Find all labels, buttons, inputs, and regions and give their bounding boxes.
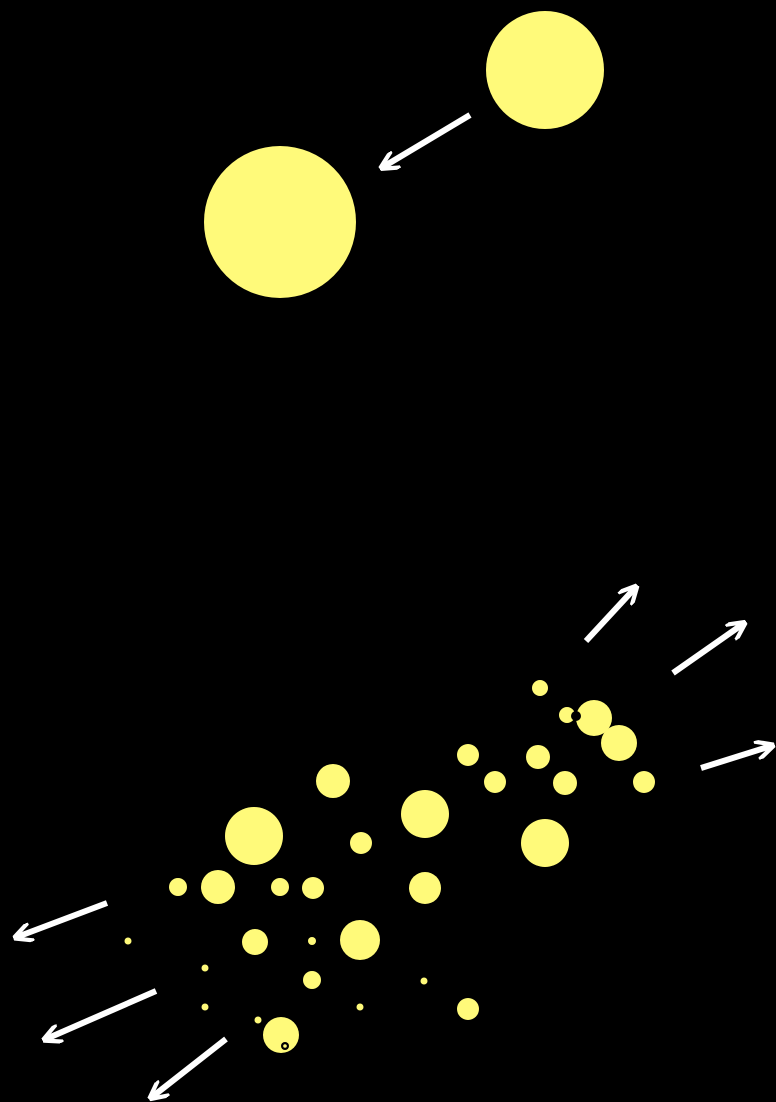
debris-body (202, 965, 209, 972)
debris-body (225, 807, 283, 865)
debris-body (308, 937, 316, 945)
after-collision-panel (17, 588, 771, 1097)
debris-body (401, 790, 449, 838)
debris-body (421, 978, 428, 985)
debris-body (316, 764, 350, 798)
debris-motion-arrow (586, 588, 635, 641)
debris-body (553, 771, 577, 795)
debris-body (601, 725, 637, 761)
debris-motion-arrow (152, 1039, 226, 1097)
debris-body (303, 971, 321, 989)
incoming-motion-arrow (383, 115, 470, 167)
debris-body (350, 832, 372, 854)
fragment-cutout (571, 711, 581, 721)
debris-body (340, 920, 380, 960)
large-body (204, 146, 356, 298)
incoming-body (486, 11, 604, 129)
debris-motion-arrow (701, 746, 771, 768)
debris-body (409, 872, 441, 904)
before-collision-panel (204, 11, 604, 298)
debris-body (242, 929, 268, 955)
debris-body (633, 771, 655, 793)
debris-body (521, 819, 569, 867)
debris-body (201, 870, 235, 904)
debris-body (271, 878, 289, 896)
debris-motion-arrow (17, 903, 107, 937)
debris-body (302, 877, 324, 899)
debris-body (526, 745, 550, 769)
debris-body (263, 1017, 299, 1053)
debris-body (169, 878, 187, 896)
debris-body (357, 1004, 364, 1011)
debris-body (457, 998, 479, 1020)
debris-body (457, 744, 479, 766)
debris-body (202, 1004, 209, 1011)
debris-body (255, 1017, 262, 1024)
debris-body (484, 771, 506, 793)
debris-body (125, 938, 132, 945)
debris-body (283, 1044, 287, 1048)
debris-motion-arrow (46, 991, 156, 1039)
debris-body (532, 680, 548, 696)
debris-motion-arrow (673, 624, 743, 673)
